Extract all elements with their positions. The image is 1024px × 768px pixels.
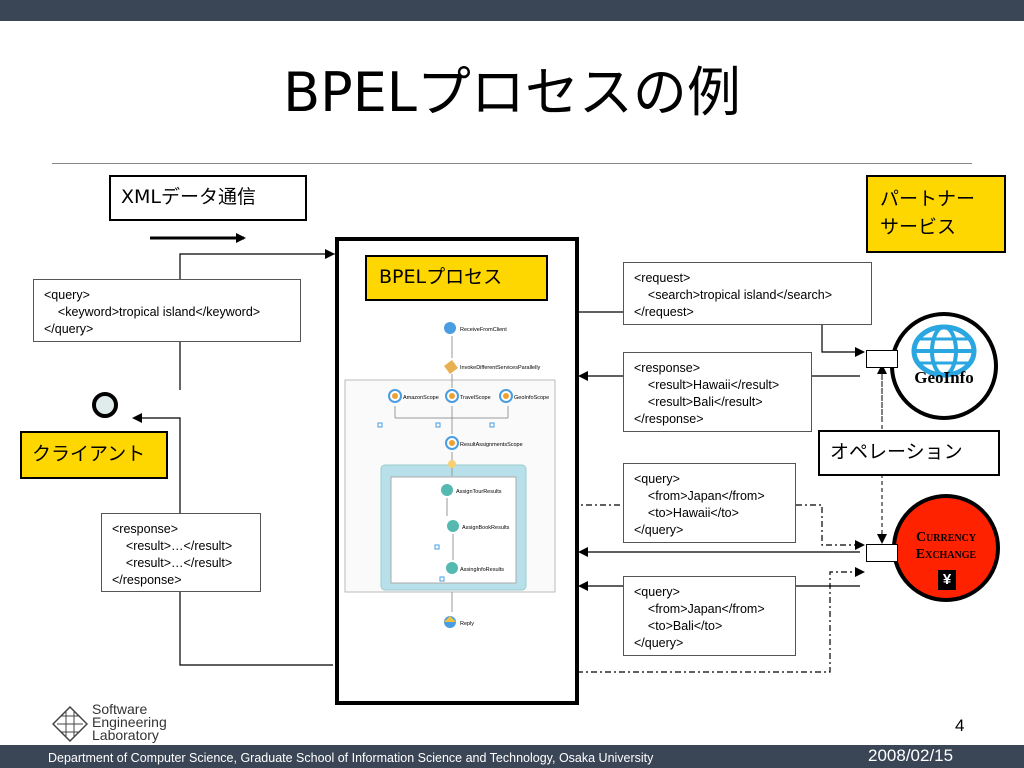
- client-response-message: <response> <result>…</result> <result>…<…: [101, 513, 261, 592]
- currency-name-line2: Exchange: [915, 547, 977, 562]
- assign-info-label: AssingInfoResults: [460, 567, 504, 573]
- client-node: [92, 392, 118, 418]
- invoke-step-label: InvokeDifferentServicesParallelly: [460, 365, 541, 371]
- top-bar: [0, 0, 1024, 21]
- invoke-step-icon: [444, 360, 458, 374]
- travel-scope-label: TravelScope: [460, 395, 491, 401]
- assign-tour-label: AssignTourResults: [456, 489, 502, 495]
- reply-step-label: Reply: [460, 621, 474, 627]
- yen-icon: ¥: [938, 570, 956, 590]
- globe-icon: [911, 324, 977, 378]
- bpel-process-label: BPELプロセス: [365, 255, 548, 301]
- slide-title: BPELプロセスの例: [283, 61, 741, 124]
- assign-book-icon: [447, 520, 459, 532]
- query-bali-message: <query> <from>Japan</from> <to>Bali</to>…: [623, 576, 796, 656]
- geo-response-message: <response> <result>Hawaii</result> <resu…: [623, 352, 812, 432]
- process-flow-diagram: ReceiveFromClient InvokeDifferentService…: [344, 322, 556, 628]
- footer-text: Department of Computer Science, Graduate…: [48, 751, 654, 765]
- geo-request-message: <request> <search>tropical island</searc…: [623, 262, 872, 325]
- receive-step-label: ReceiveFromClient: [460, 327, 507, 333]
- geoinfo-port: [866, 350, 898, 368]
- assign-book-label: AssignBookResults: [462, 525, 510, 531]
- query-hawaii-message: <query> <from>Japan</from> <to>Hawaii</t…: [623, 463, 796, 543]
- footer-bar: [0, 745, 1024, 768]
- geoinfo-service: GeoInfo: [890, 312, 998, 420]
- xml-communication-label: XMLデータ通信: [109, 175, 307, 221]
- page-number: 4: [955, 716, 965, 735]
- lab-logo-icon: [52, 706, 88, 742]
- operation-label: オペレーション: [818, 430, 1000, 476]
- assign-info-icon: [446, 562, 458, 574]
- currency-name-line1: Currency: [915, 530, 977, 545]
- flow-client-to-process: [179, 249, 335, 390]
- slide-date: 2008/02/15: [868, 746, 954, 765]
- geoinfo-name: GeoInfo: [914, 368, 974, 387]
- client-query-message: <query> <keyword>tropical island</keywor…: [33, 279, 301, 342]
- receive-step-icon: [444, 322, 456, 334]
- currency-port: [866, 544, 898, 562]
- currency-exchange-service: Currency Exchange ¥: [892, 494, 1000, 602]
- assign-tour-icon: [441, 484, 453, 496]
- geoinfo-scope-label: GeoInfoScope: [514, 395, 549, 401]
- partner-service-label: パートナー サービス: [866, 175, 1006, 253]
- flow-currency-bali: [519, 567, 865, 673]
- title-rule: [52, 163, 972, 164]
- result-assign-scope-label: ResultAssignmentsScope: [460, 442, 523, 448]
- client-label: クライアント: [20, 431, 168, 479]
- lab-logo-text: Software Engineering Laboratory: [92, 701, 167, 743]
- amazon-scope-label: AmazonScope: [403, 395, 439, 401]
